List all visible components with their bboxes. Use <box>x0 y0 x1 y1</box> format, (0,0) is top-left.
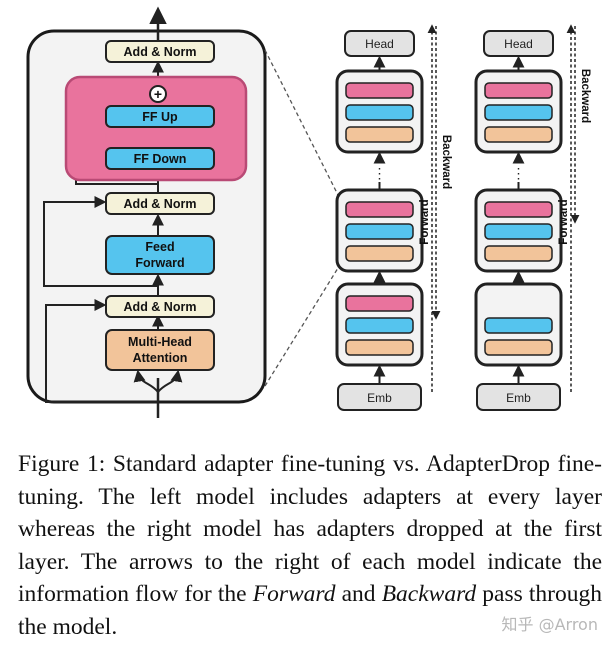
add-norm-bottom-box <box>105 295 215 318</box>
mha-label-line2: Attention <box>133 351 188 365</box>
ff-down-label: FF Down <box>134 152 187 166</box>
adapter-plus-symbol: + <box>154 86 162 102</box>
caption-forward-word: Forward <box>252 581 336 607</box>
left-emb-label: Emb <box>367 391 392 405</box>
left-head-label: Head <box>365 37 394 51</box>
right-head-label: Head <box>504 37 533 51</box>
right-layer-top-attention <box>484 126 553 143</box>
right-layer-mid-adapter <box>484 201 553 218</box>
add-norm-top-box <box>105 40 215 63</box>
transformer-block: Add & Norm + FF Up FF Down Add & Norm Fe… <box>26 6 267 418</box>
add-norm-mid-label: Add & Norm <box>124 197 197 211</box>
figure-caption: Figure 1: Standard adapter fine-tuning v… <box>18 448 602 643</box>
left-layer-top-ffn <box>345 104 414 121</box>
feed-forward-label-line2: Forward <box>135 256 184 270</box>
left-emb-box <box>337 383 422 411</box>
left-layer-bottom-attention <box>345 339 414 356</box>
right-layer-top-ffn <box>484 104 553 121</box>
left-layer-mid-adapter <box>345 201 414 218</box>
multi-head-attention-box <box>105 329 215 371</box>
add-norm-bottom-label: Add & Norm <box>124 300 197 314</box>
right-layer-mid-attention <box>484 245 553 262</box>
caption-backward-word: Backward <box>381 581 477 607</box>
left-model: Head ⋮ Emb Forward Backward <box>335 24 452 411</box>
left-layer-mid-attention <box>345 245 414 262</box>
left-layer-bottom-adapter <box>345 295 414 312</box>
left-ellipsis: ⋮ <box>373 165 387 181</box>
ff-up-label: FF Up <box>142 110 178 124</box>
right-backward-label: Backward <box>579 69 591 123</box>
adapter-plus-circle <box>149 85 167 103</box>
left-layer-top-attention <box>345 126 414 143</box>
right-emb-box <box>476 383 561 411</box>
add-norm-mid-box <box>105 192 215 215</box>
left-layer-bottom-ffn <box>345 317 414 334</box>
watermark-text: 知乎 @Arron <box>501 615 599 634</box>
right-layer-top-adapter <box>484 82 553 99</box>
right-model: Head ⋮ Emb Forward Backward <box>474 24 591 411</box>
zoom-line-top <box>264 49 339 196</box>
left-layer-top-adapter <box>345 82 414 99</box>
right-ellipsis: ⋮ <box>512 165 526 181</box>
caption-text-part2: and <box>335 581 382 607</box>
caption-text-part1: Figure 1: Standard adapter fine-tuning v… <box>18 451 602 607</box>
right-forward-label: Forward <box>558 199 570 244</box>
left-backward-label: Backward <box>440 135 452 189</box>
zoom-line-bottom <box>264 267 339 387</box>
ff-up-box <box>105 105 215 128</box>
caption-text-part3: pass through the model. <box>18 581 603 640</box>
right-emb-label: Emb <box>506 391 531 405</box>
right-layer-mid-ffn <box>484 223 553 240</box>
mha-label-line1: Multi-Head <box>128 335 192 349</box>
left-forward-label: Forward <box>419 199 431 244</box>
left-layer-mid-ffn <box>345 223 414 240</box>
right-layer-bottom-ffn <box>484 317 553 334</box>
feed-forward-box <box>105 235 215 275</box>
feed-forward-label-line1: Feed <box>145 240 174 254</box>
adapterdrop-figure: Add & Norm + FF Up FF Down Add & Norm Fe… <box>26 6 591 418</box>
right-layer-bottom-attention <box>484 339 553 356</box>
ff-down-box <box>105 147 215 170</box>
add-norm-top-label: Add & Norm <box>124 45 197 59</box>
